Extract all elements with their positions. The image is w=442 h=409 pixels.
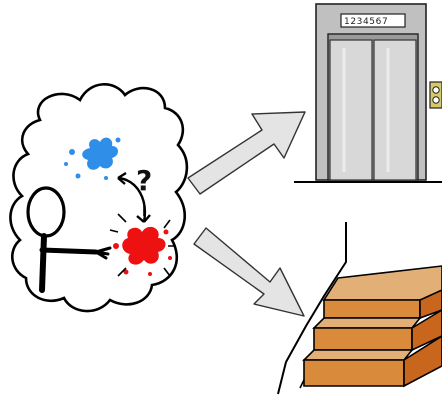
arrow-to-elevator [188, 112, 305, 194]
elevator: 1234567 [294, 4, 442, 182]
question-mark: ? [136, 164, 152, 197]
call-up-button-icon [433, 87, 439, 93]
call-button-panel [430, 82, 442, 108]
thought-bubble: ? [10, 84, 186, 311]
elevator-door-left [330, 40, 372, 180]
staircase [278, 222, 442, 394]
elevator-door-right [374, 40, 416, 180]
arrow-to-stairs [194, 228, 304, 316]
stair-step-top [324, 266, 442, 318]
floor-indicator: 1234567 [344, 17, 388, 27]
call-down-button-icon [433, 97, 439, 103]
